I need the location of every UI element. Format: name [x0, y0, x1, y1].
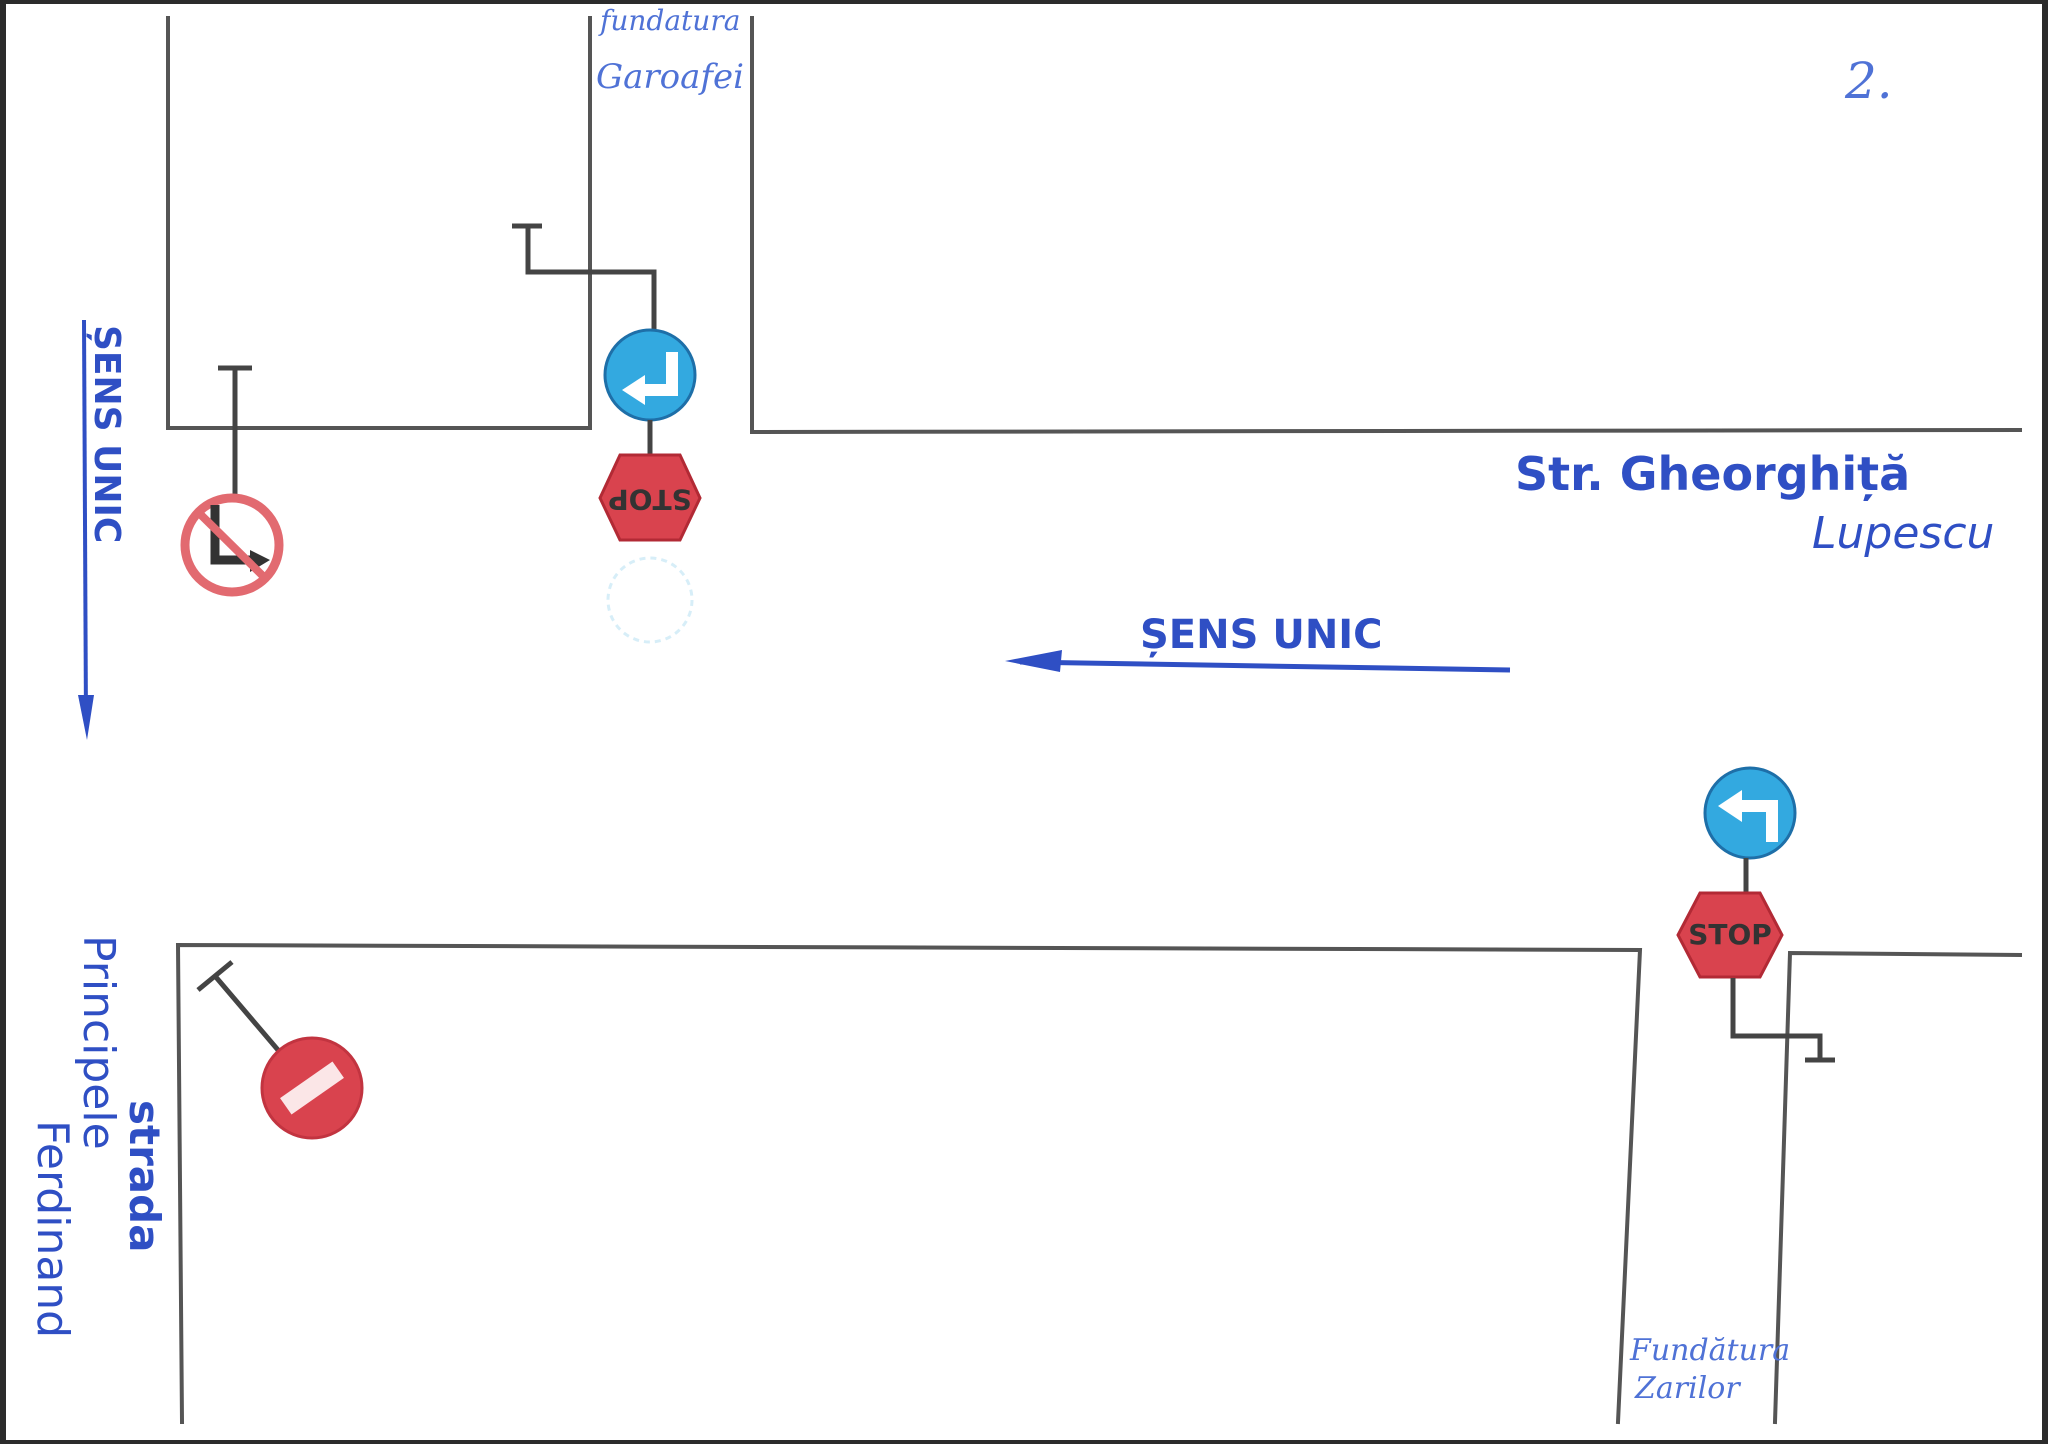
no-left-turn-sign	[180, 365, 284, 597]
page-number: 2.	[1844, 52, 1893, 110]
bottom-right-sign-post: STOP	[1676, 766, 1835, 1063]
no-left-turn-sign-icon	[180, 493, 284, 597]
stop-sign-icon	[598, 453, 702, 542]
label-strada-ferdinand-3: Ferdinand	[27, 1120, 78, 1338]
label-fundatura-garoafei-2: Garoafei	[596, 57, 744, 97]
one-way-arrow-icon	[1005, 650, 1511, 673]
mandatory-turn-sign-icon	[603, 328, 697, 422]
stop-sign-icon	[1676, 891, 1784, 979]
label-strada-ferdinand-1: strada	[120, 1100, 169, 1253]
road-outlines	[166, 16, 2023, 1425]
erased-sign-icon	[606, 556, 694, 644]
label-sens-unic-vertical: ȘENS UNIC	[86, 325, 127, 543]
label-str-gheorghita-1: Str. Gheorghiță	[1515, 447, 1910, 501]
stop-sign-top-text: STOP	[608, 483, 692, 516]
label-strada-ferdinand-2: Principele	[73, 935, 124, 1150]
no-entry-sign	[196, 960, 364, 1140]
paper-sheet	[6, 4, 2042, 1440]
label-str-gheorghita-2: Lupescu	[1812, 508, 1994, 559]
label-fundatura-zarilor-2: Zarilor	[1634, 1371, 1741, 1406]
no-entry-sign-icon	[260, 1036, 364, 1140]
stop-sign-bottom-text: STOP	[1688, 918, 1772, 951]
label-sens-unic-horizontal: ȘENS UNIC	[1140, 612, 1383, 658]
vertical-one-way-line	[82, 319, 88, 726]
down-arrow-icon	[78, 695, 94, 740]
label-fundatura-garoafei-1: fundatura	[598, 4, 740, 37]
vertical-one-way: ȘENS UNIC	[78, 319, 127, 740]
mandatory-left-turn-sign-icon	[1703, 766, 1797, 860]
label-fundatura-zarilor-1: Fundătura	[1629, 1333, 1790, 1368]
stop-sign-bottom: STOP	[1676, 891, 1784, 979]
top-sign-post: STOP	[512, 223, 702, 644]
stop-sign-top: STOP	[598, 453, 702, 542]
